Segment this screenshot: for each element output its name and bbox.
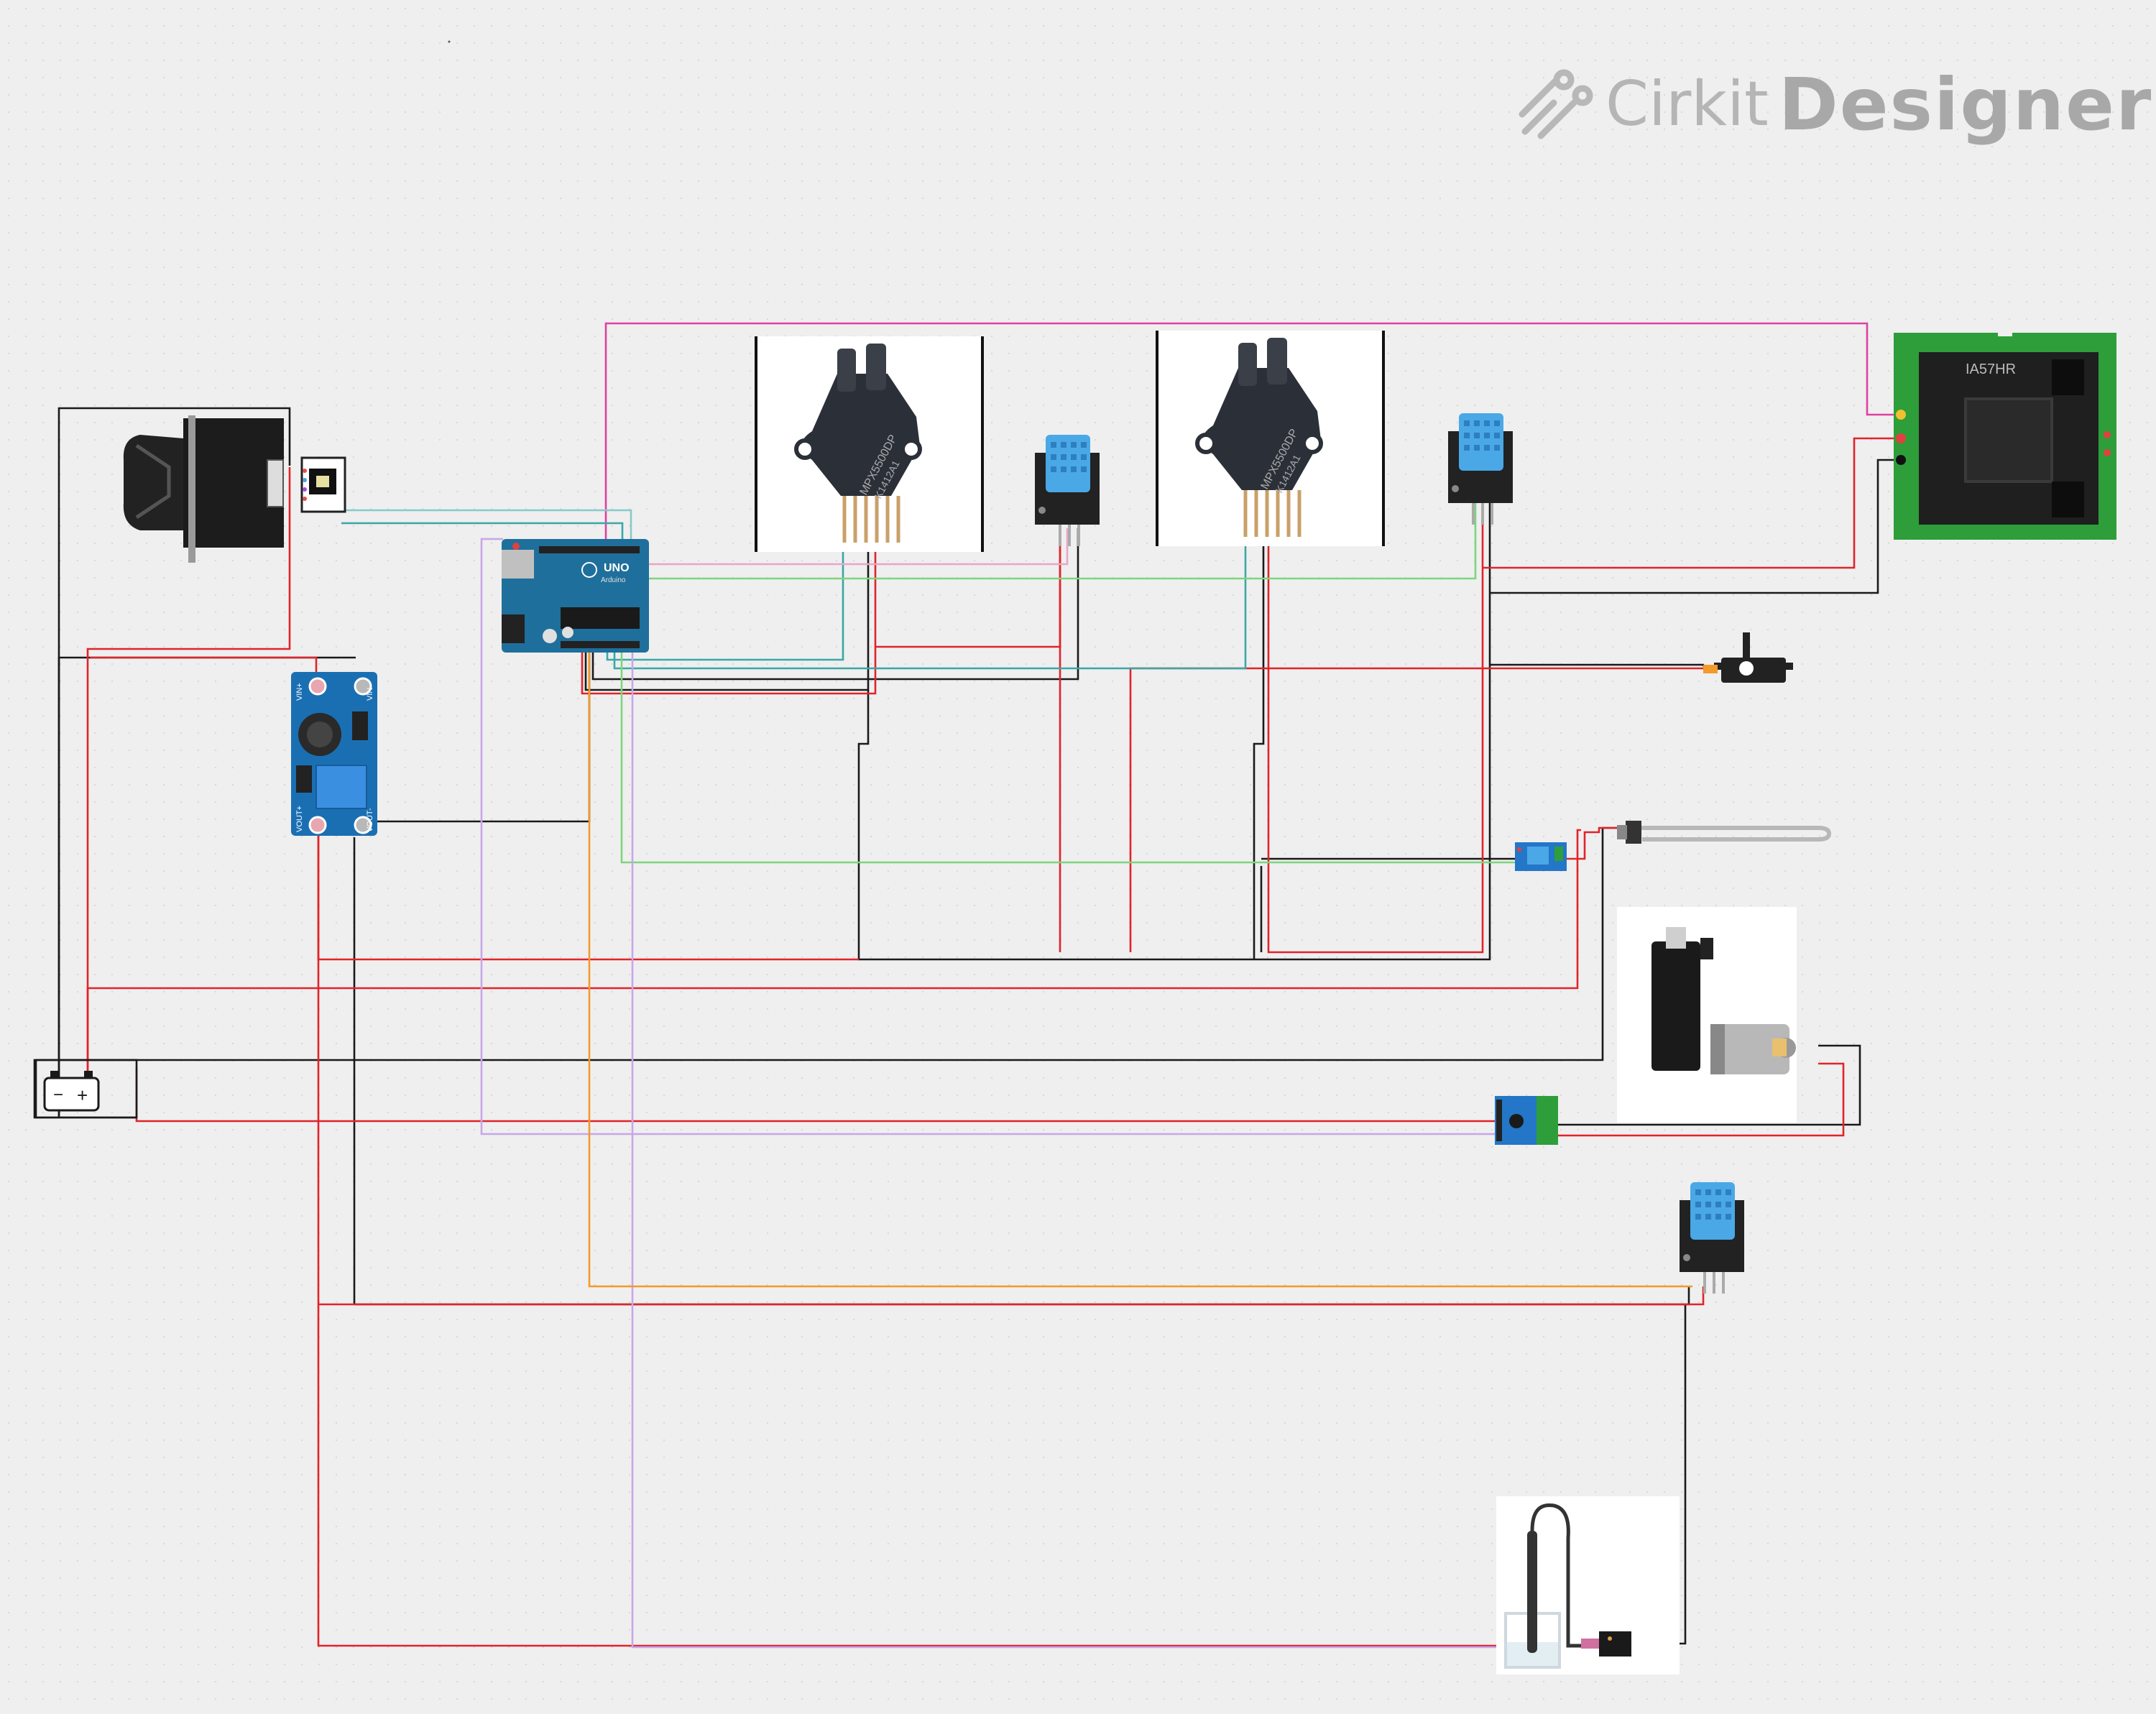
wire-red-motor-supply[interactable] bbox=[86, 467, 291, 1074]
dht-sensor-3[interactable] bbox=[1680, 1182, 1744, 1294]
stray-dot bbox=[448, 40, 451, 43]
wire-red-pump[interactable] bbox=[1551, 1062, 1845, 1137]
wire-lavender-pump-driver[interactable] bbox=[480, 538, 1498, 1135]
wire-red-arduino-5v[interactable] bbox=[581, 535, 877, 695]
wire-black-gnd-main[interactable] bbox=[354, 1286, 1690, 1306]
dht-sensor-1[interactable] bbox=[1035, 435, 1100, 546]
current-sensor-label: IA57HR bbox=[1966, 361, 2016, 377]
relay-module[interactable] bbox=[1515, 842, 1567, 871]
wire-red-dht2-current[interactable] bbox=[1483, 437, 1897, 569]
diaphragm-pump[interactable] bbox=[1617, 907, 1797, 1123]
vin-plus-label: VIN+ bbox=[295, 683, 304, 701]
stepper-motor[interactable] bbox=[123, 415, 284, 563]
wire-red-battery-up[interactable] bbox=[86, 829, 1581, 1074]
battery-minus-label: − bbox=[53, 1085, 63, 1105]
pressure-sensor-2[interactable]: MPX5500DP K1412A1 bbox=[1156, 331, 1385, 546]
boost-converter-module[interactable]: VIN+ VIN- VOUT+ VOUT- bbox=[291, 672, 377, 836]
pressure-sensor-1[interactable]: MPX5500DP K1412A1 bbox=[755, 336, 984, 552]
wire-black-sensor2-down[interactable] bbox=[1253, 535, 1265, 959]
stepper-driver-board[interactable] bbox=[300, 456, 346, 513]
wire-red-heater[interactable] bbox=[1565, 826, 1626, 860]
arduino-maker-label: Arduino bbox=[601, 576, 626, 584]
vin-minus-label: VIN- bbox=[366, 685, 374, 701]
arduino-uno-label: UNO bbox=[604, 562, 630, 574]
vout-plus-label: VOUT+ bbox=[295, 806, 304, 832]
current-sensor-module[interactable]: IA57HR bbox=[1894, 329, 2116, 540]
wire-green-relay-signal[interactable] bbox=[620, 650, 1516, 864]
dht-sensor-2[interactable] bbox=[1448, 413, 1513, 525]
ph-sensor-kit[interactable] bbox=[1496, 1496, 1680, 1674]
wire-red-sensor2-vcc[interactable] bbox=[1267, 503, 1484, 954]
vout-minus-label: VOUT- bbox=[366, 808, 374, 832]
wire-orange-dht3-signal[interactable] bbox=[588, 650, 1692, 1288]
brand-name-designer: Designer bbox=[1778, 62, 2153, 147]
battery-plus-label: + bbox=[77, 1084, 88, 1106]
battery[interactable]: − + bbox=[33, 1059, 138, 1119]
cirkit-logo-icon bbox=[1519, 69, 1593, 139]
wire-black-arduino-sensor1[interactable] bbox=[584, 535, 870, 691]
pump-motor-driver[interactable] bbox=[1495, 1096, 1558, 1145]
wire-teal-sensor2-signal[interactable] bbox=[613, 535, 1247, 670]
wire-red-vcc-main[interactable] bbox=[318, 1286, 1705, 1306]
wire-black-sensor1-down[interactable] bbox=[857, 690, 1254, 961]
wire-red-battery-right[interactable] bbox=[135, 1067, 1498, 1123]
immersion-heater[interactable] bbox=[1617, 821, 1832, 844]
wire-black-gnd-right[interactable] bbox=[1254, 503, 1491, 961]
wire-black-dht2-current[interactable] bbox=[1490, 459, 1897, 594]
wire-pink-current-sensor[interactable] bbox=[604, 322, 1897, 550]
wire-black-arduino-dht1[interactable] bbox=[591, 528, 1079, 681]
wire-pink-dht1-signal[interactable] bbox=[632, 528, 1069, 566]
wire-lavender-ph-signal[interactable] bbox=[631, 650, 1588, 1649]
wire-red-buck-in[interactable] bbox=[90, 656, 318, 676]
wire-teal-motor-driver-1[interactable] bbox=[341, 509, 632, 552]
servo-motor[interactable] bbox=[1703, 632, 1793, 683]
brand-logo: Cirkit Designer bbox=[1516, 61, 2152, 147]
wire-red-vout-down[interactable] bbox=[317, 834, 1574, 1647]
arduino-uno-board[interactable]: UNO Arduino bbox=[502, 539, 649, 653]
wire-black-pump-driver[interactable] bbox=[1551, 1044, 1861, 1126]
wire-teal-sensor1-signal[interactable] bbox=[606, 535, 844, 661]
brand-name-cirkit: Cirkit bbox=[1606, 68, 1769, 140]
